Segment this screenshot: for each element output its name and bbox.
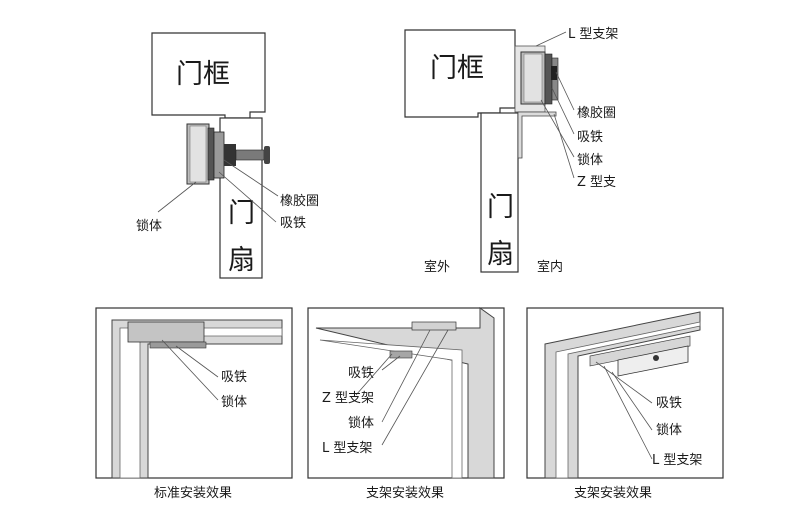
label-armature: 吸铁 xyxy=(656,396,682,411)
top-right-diagram: 门框 门 扇 L 型支架 橡胶圈 吸铁 锁体 Z 型支 室外 室内 xyxy=(404,27,618,275)
caption: 标准安装效果 xyxy=(154,486,232,501)
bottom-mid-diagram: 吸铁 Z 型支架 锁体 L 型支架 支架安装效果 xyxy=(307,307,505,501)
frame-label: 门框 xyxy=(176,59,230,90)
rubber-ring xyxy=(551,66,557,80)
door-leaf xyxy=(480,112,519,273)
door-label-2: 扇 xyxy=(487,239,514,270)
l-bracket xyxy=(589,335,691,367)
armature-plate xyxy=(149,341,207,349)
label-lock-body: 锁体 xyxy=(221,394,247,410)
label-rubber-ring: 橡胶圈 xyxy=(577,105,616,121)
lock-body xyxy=(127,321,205,343)
lock-body xyxy=(411,321,457,331)
door-label-1: 门 xyxy=(487,192,514,223)
outdoor-label: 室外 xyxy=(424,259,450,275)
label-lock-body: 锁体 xyxy=(577,152,603,168)
door-frame-outline xyxy=(544,311,701,479)
rubber-ring xyxy=(224,144,236,166)
label-rubber-ring: 橡胶圈 xyxy=(280,193,319,209)
label-lock-body: 锁体 xyxy=(136,218,162,234)
label-armature: 吸铁 xyxy=(221,370,247,385)
label-armature: 吸铁 xyxy=(348,366,374,381)
label-armature: 吸铁 xyxy=(280,216,306,231)
label-lock-body: 锁体 xyxy=(348,415,374,431)
label-lock-body: 锁体 xyxy=(656,422,682,438)
caption: 支架安装效果 xyxy=(574,486,652,501)
lock-body xyxy=(617,345,689,377)
bottom-left-diagram: 吸铁 锁体 标准安装效果 xyxy=(95,307,293,501)
label-armature: 吸铁 xyxy=(577,130,603,145)
indoor-label: 室内 xyxy=(537,259,563,275)
frame-label: 门框 xyxy=(430,53,484,84)
label-l-bracket: L 型支架 xyxy=(568,27,618,42)
label-l-bracket: L 型支架 xyxy=(652,453,702,468)
z-bracket xyxy=(517,111,557,159)
armature-plate xyxy=(389,350,413,359)
door-label-1: 门 xyxy=(228,198,255,229)
top-left-diagram: 门框 门 扇 锁体 橡胶圈 吸铁 xyxy=(136,32,319,279)
caption: 支架安装效果 xyxy=(366,486,444,501)
bottom-right-diagram: 吸铁 锁体 L 型支架 支架安装效果 xyxy=(526,307,724,501)
armature-plate xyxy=(213,131,225,179)
label-z-bracket: Z 型支架 xyxy=(322,391,374,406)
door-label-2: 扇 xyxy=(228,245,255,276)
bolt xyxy=(235,149,265,161)
label-z-bracket: Z 型支 xyxy=(577,175,616,190)
label-l-bracket: L 型支架 xyxy=(322,441,372,456)
